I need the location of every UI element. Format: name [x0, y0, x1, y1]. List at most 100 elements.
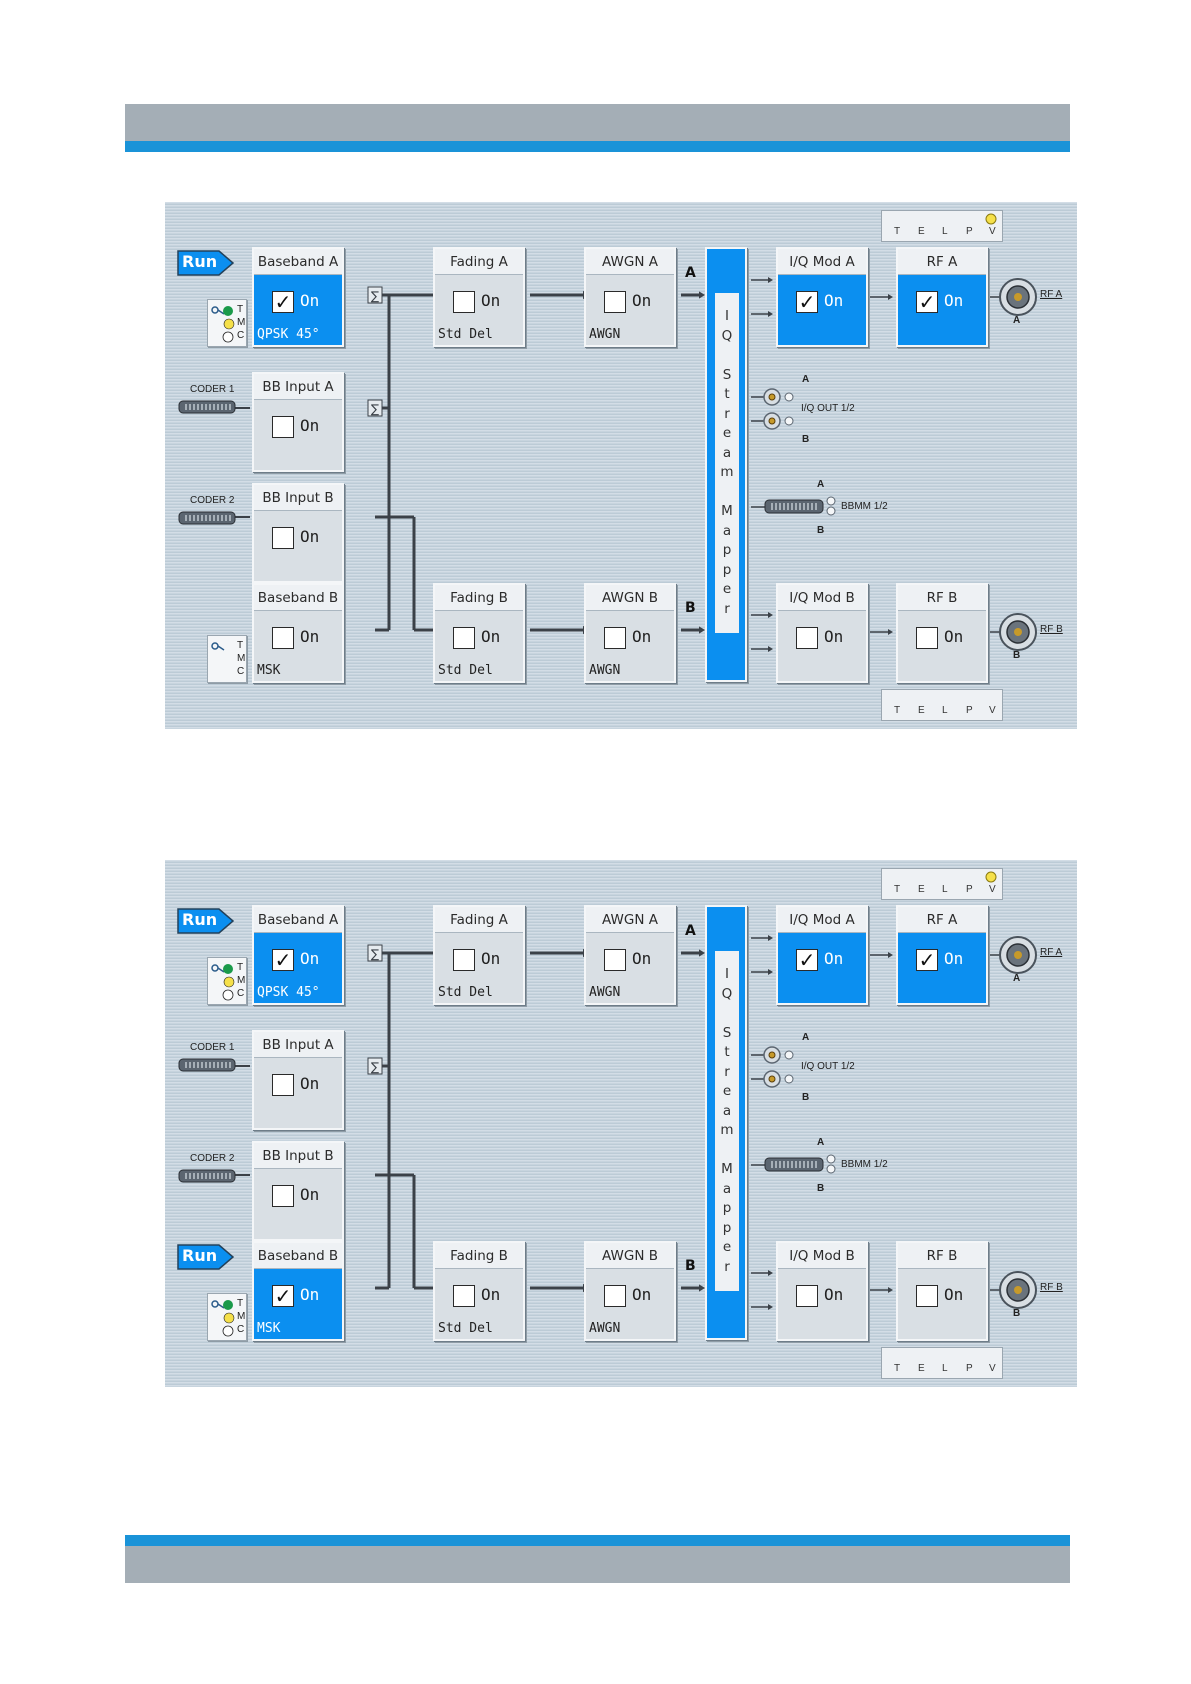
fading-b-title[interactable]: Fading B — [435, 585, 523, 611]
rf-b-body[interactable]: On — [898, 611, 986, 681]
fading-b-on-checkbox[interactable] — [453, 627, 475, 649]
rf-a-block[interactable]: RF A✓On — [896, 247, 988, 347]
awgn-b-on-checkbox[interactable] — [604, 1285, 626, 1307]
baseband-a-title[interactable]: Baseband A — [254, 907, 342, 933]
bb-input-b-title[interactable]: BB Input B — [254, 1143, 342, 1169]
iq-mod-a-on-checkbox[interactable]: ✓ — [796, 949, 818, 971]
fading-a-title[interactable]: Fading A — [435, 249, 523, 275]
iq-mod-b-title[interactable]: I/Q Mod B — [778, 1243, 866, 1269]
baseband-b-on-checkbox[interactable] — [272, 627, 294, 649]
rf-a-title[interactable]: RF A — [898, 249, 986, 275]
baseband-a-title[interactable]: Baseband A — [254, 249, 342, 275]
bb-input-b-title[interactable]: BB Input B — [254, 485, 342, 511]
awgn-a-on-checkbox[interactable] — [604, 949, 626, 971]
iq-mod-a-block[interactable]: I/Q Mod A✓On — [776, 905, 868, 1005]
iq-mod-a-title[interactable]: I/Q Mod A — [778, 249, 866, 275]
iq-mod-b-on-checkbox[interactable] — [796, 1285, 818, 1307]
bb-input-a-title[interactable]: BB Input A — [254, 1032, 342, 1058]
awgn-b-title[interactable]: AWGN B — [586, 1243, 674, 1269]
rf-a-body[interactable]: ✓On — [898, 275, 986, 345]
awgn-b-on-checkbox[interactable] — [604, 627, 626, 649]
baseband-b-on-checkbox[interactable]: ✓ — [272, 1285, 294, 1307]
baseband-a-on-checkbox[interactable]: ✓ — [272, 291, 294, 313]
awgn-a-title[interactable]: AWGN A — [586, 907, 674, 933]
bb-input-b-on-checkbox[interactable] — [272, 527, 294, 549]
bb-input-b-body[interactable]: On — [254, 511, 342, 581]
bb-input-a-body[interactable]: On — [254, 400, 342, 470]
iq-mod-a-block[interactable]: I/Q Mod A✓On — [776, 247, 868, 347]
iq-mod-a-title[interactable]: I/Q Mod A — [778, 907, 866, 933]
rf-b-title[interactable]: RF B — [898, 585, 986, 611]
awgn-a-title[interactable]: AWGN A — [586, 249, 674, 275]
iq-mod-b-body[interactable]: On — [778, 1269, 866, 1339]
iq-mod-b-title[interactable]: I/Q Mod B — [778, 585, 866, 611]
bb-input-a-title[interactable]: BB Input A — [254, 374, 342, 400]
fading-b-title[interactable]: Fading B — [435, 1243, 523, 1269]
rf-a-title[interactable]: RF A — [898, 907, 986, 933]
rf-b-on-checkbox[interactable] — [916, 1285, 938, 1307]
run-baseband-a-button[interactable]: Run — [177, 908, 235, 934]
iq-mod-a-body[interactable]: ✓On — [778, 275, 866, 345]
iq-mod-a-body[interactable]: ✓On — [778, 933, 866, 1003]
iq-mod-b-body[interactable]: On — [778, 611, 866, 681]
bb-input-a-on-checkbox[interactable] — [272, 1074, 294, 1096]
run-baseband-a-button[interactable]: Run — [177, 250, 235, 276]
rf-a-block[interactable]: RF A✓On — [896, 905, 988, 1005]
bb-input-b-body[interactable]: On — [254, 1169, 342, 1239]
awgn-a-on-checkbox[interactable] — [604, 291, 626, 313]
awgn-b-title[interactable]: AWGN B — [586, 585, 674, 611]
bb-input-b-on-checkbox[interactable] — [272, 1185, 294, 1207]
run-baseband-b-button[interactable]: Run — [177, 1244, 235, 1270]
rf-b-body[interactable]: On — [898, 1269, 986, 1339]
rf-a-body[interactable]: ✓On — [898, 933, 986, 1003]
baseband-a-on-checkbox[interactable]: ✓ — [272, 949, 294, 971]
rf-b-title[interactable]: RF B — [898, 1243, 986, 1269]
bb-input-a-body[interactable]: On — [254, 1058, 342, 1128]
fading-a-on-checkbox[interactable] — [453, 291, 475, 313]
fading-a-on-checkbox[interactable] — [453, 949, 475, 971]
baseband-b-title[interactable]: Baseband B — [254, 585, 342, 611]
fading-a-title[interactable]: Fading A — [435, 907, 523, 933]
rf-a-on-checkbox[interactable]: ✓ — [916, 949, 938, 971]
iq-mod-b-on-checkbox[interactable] — [796, 627, 818, 649]
fading-b-on-checkbox[interactable] — [453, 1285, 475, 1307]
bb-input-a-on-checkbox[interactable] — [272, 416, 294, 438]
rf-b-on-checkbox[interactable] — [916, 627, 938, 649]
